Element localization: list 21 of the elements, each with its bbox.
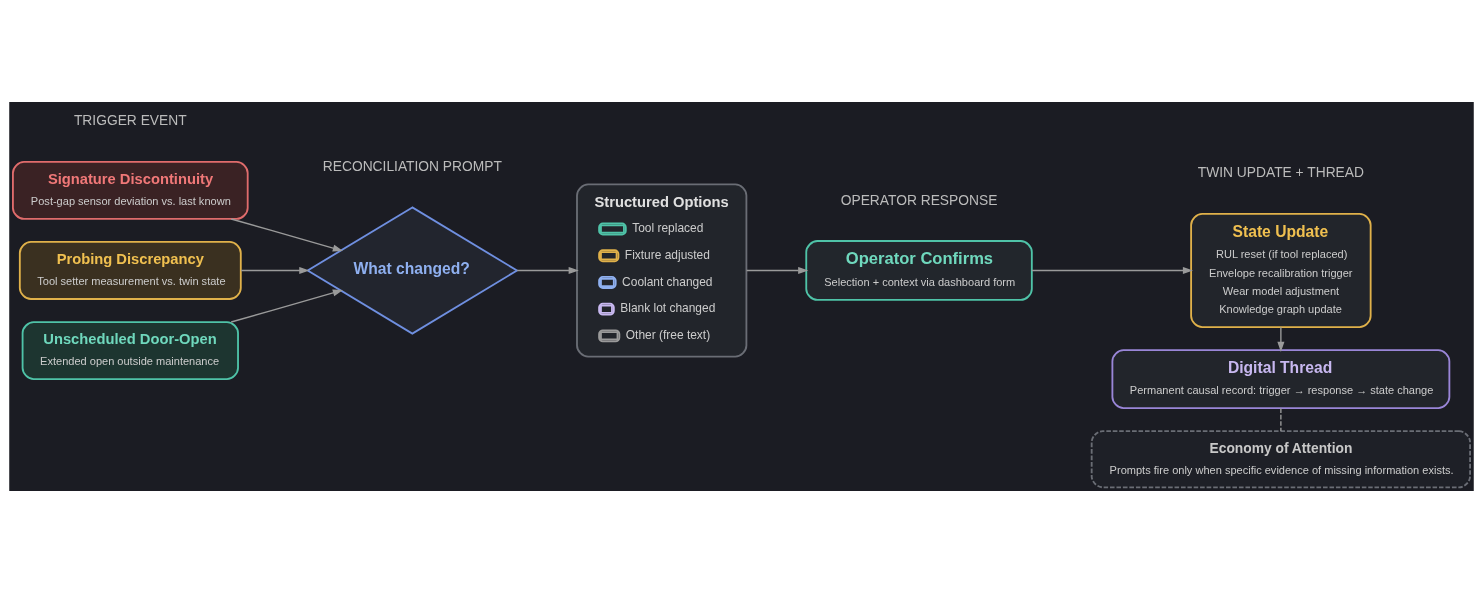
arrow xyxy=(240,266,310,275)
node-box: Unscheduled Door-Open Extended open outside maintenance xyxy=(21,321,239,381)
arrow xyxy=(516,266,579,275)
node-box: Structured Options Tool replaced Fixture adjusted Coolant changed Blank lot changed Other (free text) xyxy=(576,183,748,358)
arrow xyxy=(1031,266,1194,275)
label: TWIN UPDATE + THREAD xyxy=(1197,164,1364,181)
node-box: Digital Thread Permanent causal record: trigger → response → state change xyxy=(1111,349,1451,410)
arrow xyxy=(745,266,809,275)
connector xyxy=(1280,407,1282,432)
node-box: Probing Discrepancy Tool setter measurement vs. twin state xyxy=(18,241,242,300)
node-box: Operator Confirms Selection + context via dashboard form xyxy=(805,240,1033,301)
arrow xyxy=(1277,326,1285,352)
node-box: Signature Discontinuity Post-gap sensor deviation vs. last known xyxy=(12,160,249,220)
label: RECONCILIATION PROMPT xyxy=(322,157,502,174)
label: OPERATOR RESPONSE xyxy=(840,191,998,208)
node-box: State Update RUL reset (if tool replaced) Envelope recalibration trigger Wear model adjustment Knowledge graph update xyxy=(1190,212,1372,329)
arrow xyxy=(230,218,343,252)
node-diamond: What changed? xyxy=(305,206,519,335)
node-box: Economy of Attention Prompts fire only when specific evidence of missing information exists. xyxy=(1090,430,1471,489)
arrow xyxy=(230,289,343,323)
label: TRIGGER EVENT xyxy=(73,112,187,129)
